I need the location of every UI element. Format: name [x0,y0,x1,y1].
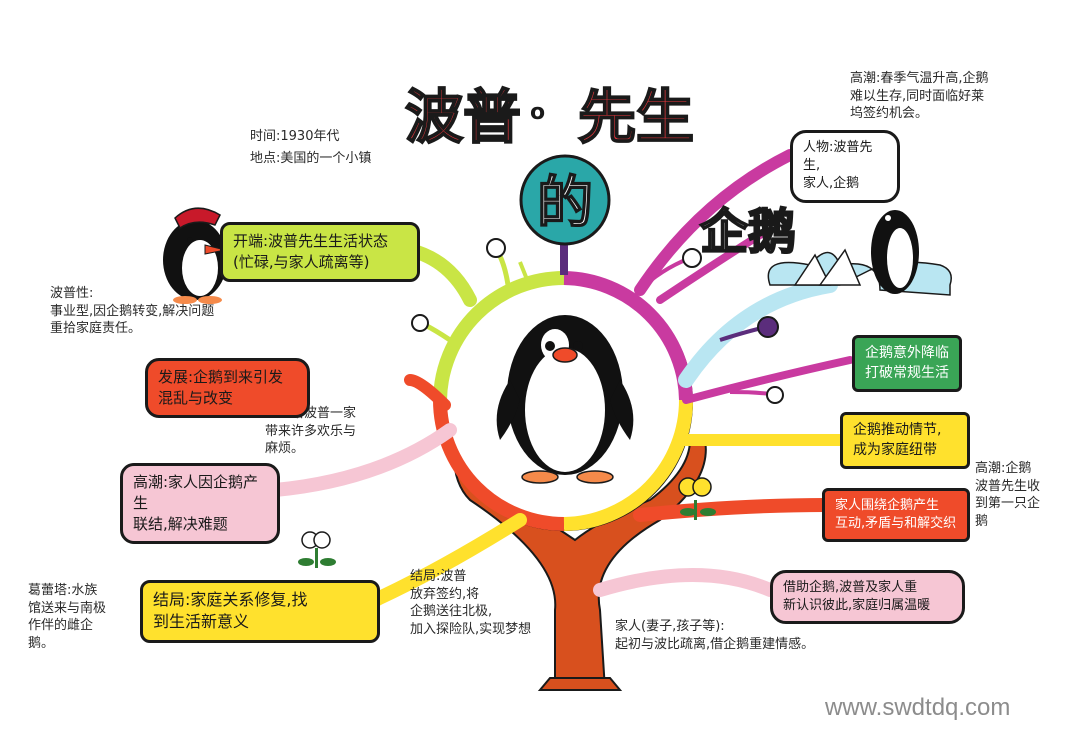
box-intro: 开端:波普先生生活状态 (忙碌,与家人疏离等) [220,222,420,282]
knob-4-purple [757,316,779,338]
watermark: www.swdtdq.com [825,694,1011,721]
box-climax-left: 高潮:家人因企鹅产生 联结,解决难题 [120,463,280,544]
title-popper: 波普 [404,82,522,152]
knob-branch-6 [729,390,771,396]
center-ring-yellow2 [563,399,693,531]
center-ring-orange [433,399,565,531]
branch-reunite [593,568,777,597]
branch-interact [633,498,832,522]
knob-2 [411,314,429,332]
title-penguin: 企鹅 [699,203,797,261]
de-char: 的 [537,171,593,236]
box-develop: 发展:企鹅到来引发 混乱与改变 [145,358,310,418]
knob-1 [486,238,506,258]
note-mid-bottom: 结局:波普 放弃签约,将 企鹅送往北极, 加入探险队,实现梦想 [410,569,532,637]
box-reunite: 借助企鹅,波普及家人重 新认识彼此,家庭归属温暖 [770,570,965,625]
meta-place: 地点:美国的一个小镇 [250,151,372,166]
branch-develop [404,374,451,411]
box-characters: 人物:波普先生, 家人,企鹅 [790,130,900,203]
box-drive: 企鹅推动情节, 成为家庭纽带 [840,412,970,470]
note-popper-personality: 波普性: 事业型,因企鹅转变,解决问题 重拾家庭责任。 [50,286,215,337]
de-stem [560,245,568,275]
box-accident: 企鹅意外降临 打破常规生活 [852,335,962,393]
branch-characters [634,149,796,296]
branch-light-blue [678,277,838,388]
box-interact: 家人围绕企鹅产生 互动,矛盾与和解交织 [822,488,970,543]
knob-5 [766,386,784,404]
meta-time: 时间:1930年代 [250,129,340,144]
knob-3 [682,248,702,268]
flower-left [298,531,336,568]
branch-ending [368,513,527,607]
knob-branch-2 [423,322,452,343]
note-top-right: 高潮:春季气温升高,企鹅 难以生存,同时面临好莱 坞签约机会。 [850,71,989,122]
branch-accident [682,356,854,404]
title-dot: o [530,100,546,125]
title-mister: 先生 [577,82,695,152]
ice-penguin [767,210,952,296]
hat-penguin [163,207,227,304]
flower-right [678,477,716,520]
box-ending: 结局:家庭关系修复,找 到生活新意义 [140,580,380,643]
branch-climax-left [268,423,457,497]
center-penguin [496,315,634,484]
note-right-small: 高潮:企鹅 波普先生收 到第一只企 鹅 [975,461,1041,529]
de-circle [519,154,611,246]
tree-root [537,677,623,691]
center-ring-yellow [433,271,565,401]
note-bottom-right: 家人(妻子,孩子等): 起初与波比疏离,借企鹅重建情感。 [615,619,815,652]
knob-branch-3 [518,261,530,283]
branch-penguin [656,231,764,304]
note-bottom-left: 葛蕾塔:水族 馆送来与南极 作伴的雌企 鹅。 [28,583,107,651]
